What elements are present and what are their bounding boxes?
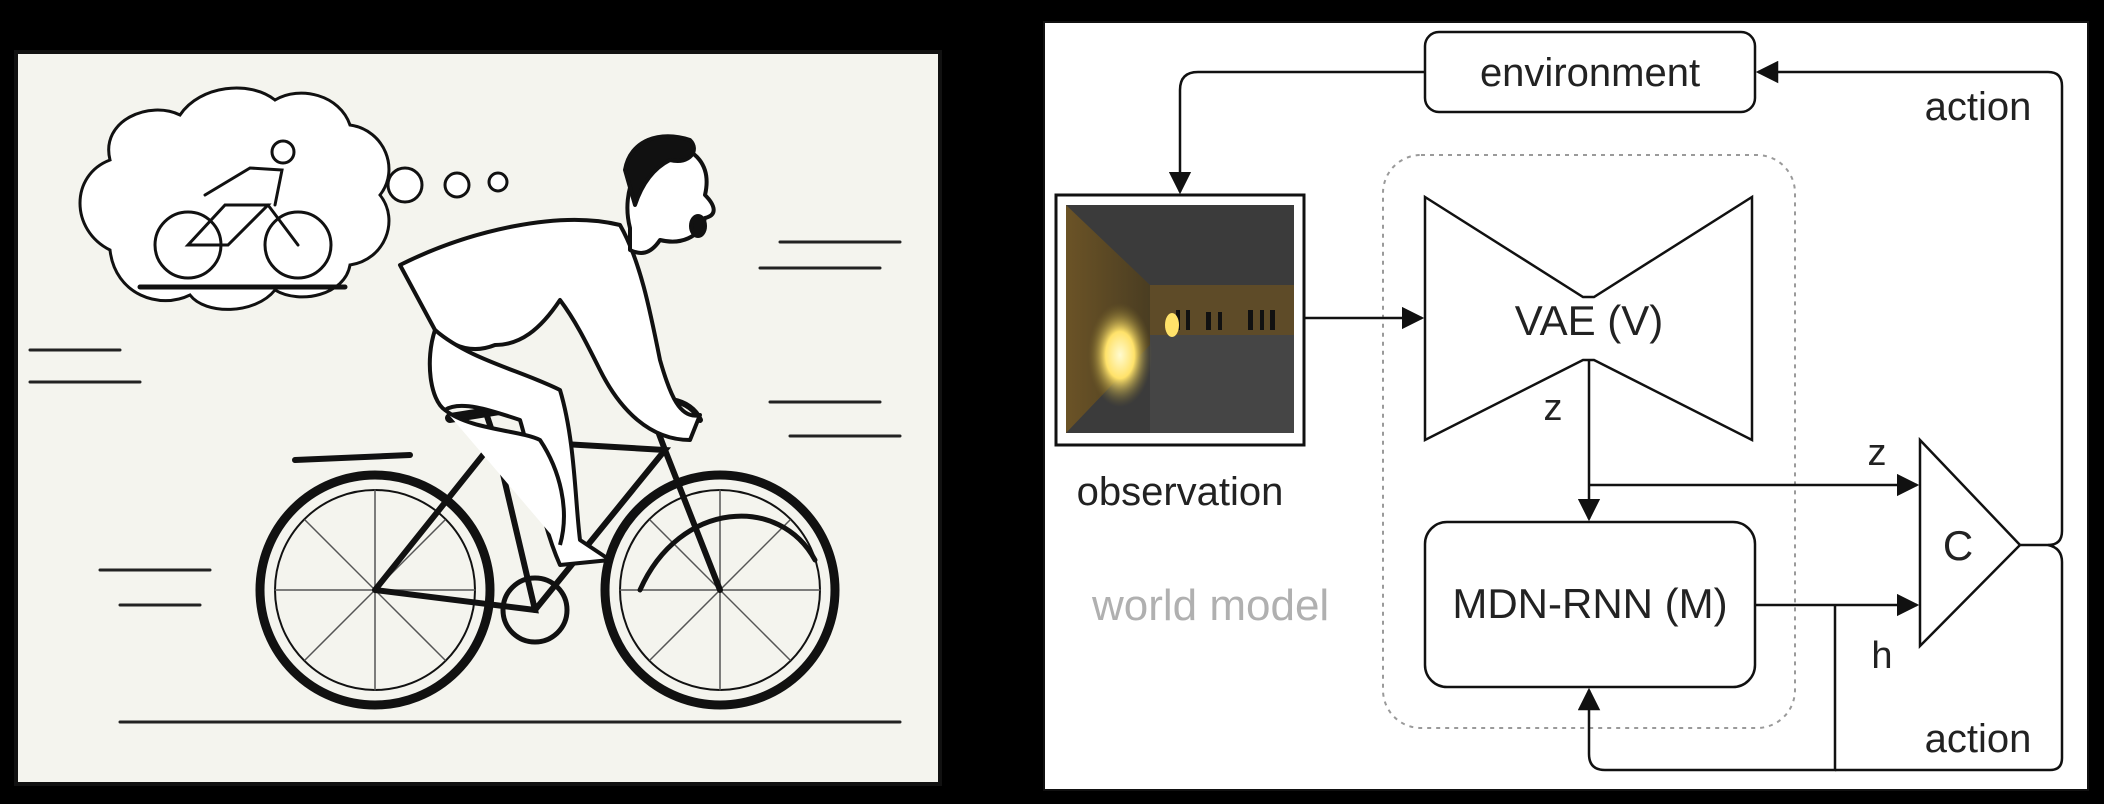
mdn-rnn-label: MDN-RNN (M)	[1452, 580, 1727, 627]
h-label: h	[1871, 635, 1892, 677]
diagram-arrows	[1168, 60, 2064, 772]
action-to-rnn-line	[1835, 543, 2064, 772]
action-top-label: action	[1925, 85, 2032, 129]
observation-label: observation	[1077, 470, 1284, 514]
vae-shape	[1423, 194, 1754, 443]
thought-cyclist-icon	[137, 139, 348, 290]
speed-lines	[28, 240, 902, 724]
action-to-environment-arrow	[1755, 60, 2064, 547]
world-model-diagram: environment world model observation VAE …	[1043, 21, 2089, 791]
cartoon-illustration	[14, 50, 942, 786]
vae-label: VAE (V)	[1515, 297, 1664, 344]
controller-label: C	[1943, 522, 1973, 569]
z-label-controller: z	[1868, 432, 1887, 474]
env-to-observation-arrow	[1168, 70, 1425, 195]
z-label-vae: z	[1544, 387, 1563, 429]
action-bottom-label: action	[1925, 717, 2032, 761]
observation-thumbnail	[1054, 193, 1306, 447]
world-model-region	[1382, 154, 1796, 729]
controller-shape	[1918, 436, 2022, 650]
rider-drawing	[398, 134, 716, 567]
world-model-label: world model	[1091, 581, 1329, 630]
environment-label: environment	[1480, 51, 1700, 95]
h-feedback-arrow	[1577, 605, 1837, 772]
